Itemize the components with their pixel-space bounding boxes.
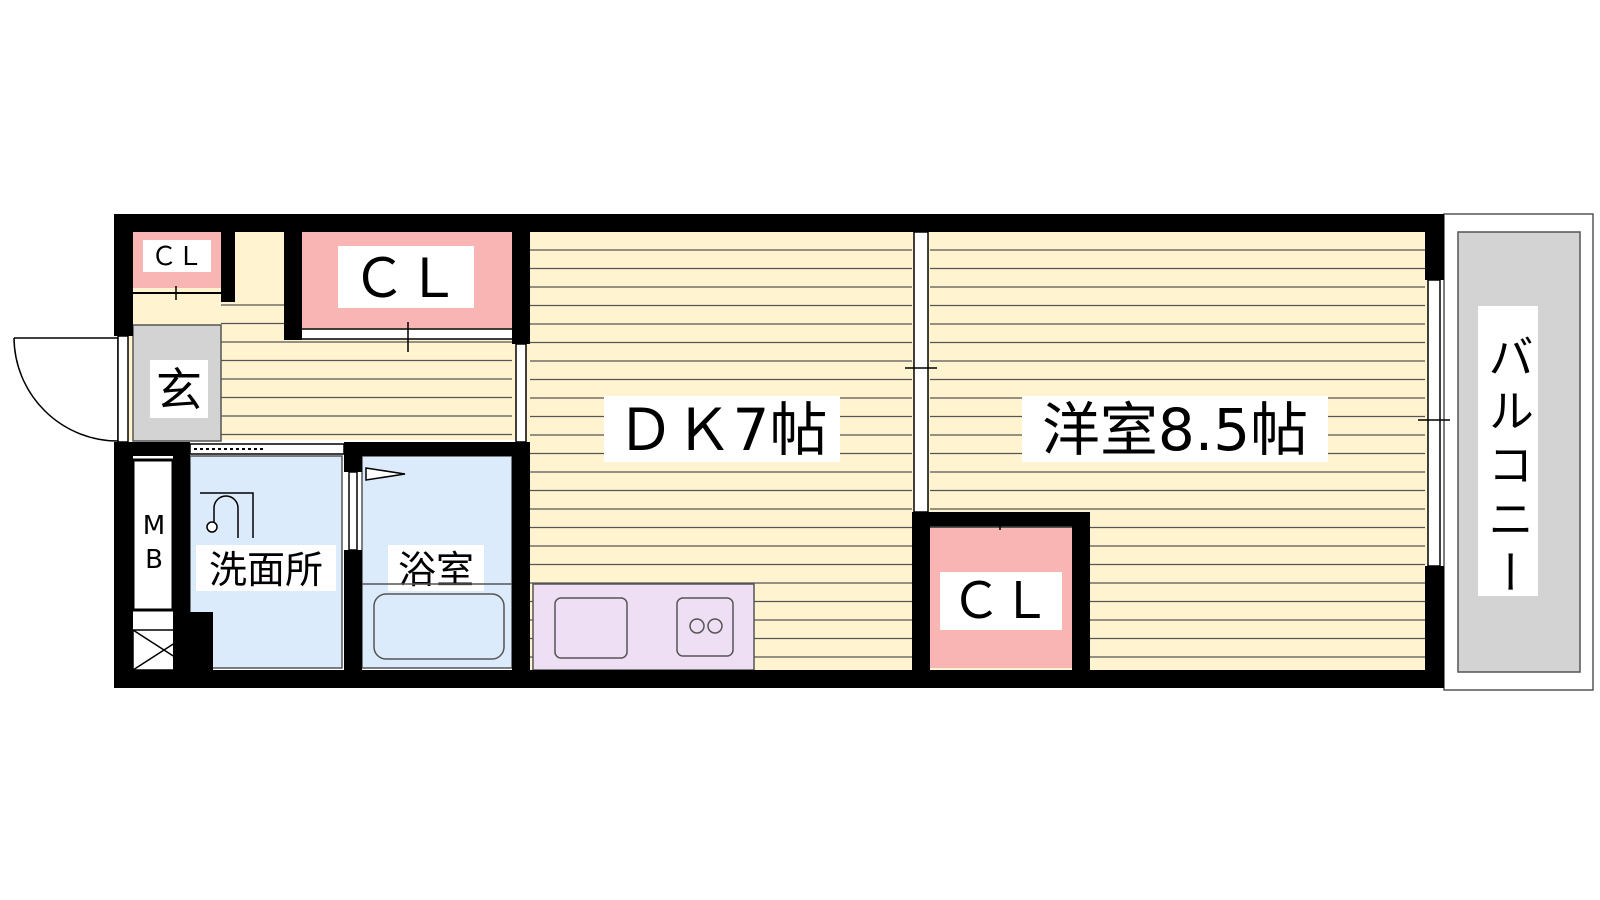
bathroom-door-icon: [365, 467, 406, 481]
small-closet-label-bg: [143, 240, 211, 272]
dk-window: [515, 343, 527, 443]
bathroom-label: 浴室: [398, 548, 474, 592]
washing-machine-pan-icon: [200, 492, 254, 538]
upper-closet-label-bg: [338, 246, 474, 308]
meter-box-label-b: B: [145, 545, 163, 575]
small-closet-label: ＣＬ: [151, 242, 203, 272]
balcony-label: バルコニー: [1481, 333, 1535, 603]
sink-icon: [554, 597, 628, 659]
entrance-label-bg: [150, 360, 208, 418]
tap-handle-icon: [206, 521, 218, 533]
dk-label: ＤＫ7帖: [617, 396, 828, 464]
burner-left-icon: [689, 618, 705, 634]
dk-label-bg: [604, 396, 840, 462]
upper-closet-label: ＣＬ: [352, 247, 460, 310]
western-room-label-bg: [1022, 396, 1328, 462]
meter-box: [131, 458, 175, 612]
washroom-label: 洗面所: [209, 548, 323, 592]
meter-box-label-m: M: [143, 511, 165, 541]
entrance-label: 玄: [156, 363, 202, 417]
bathroom-door: [348, 471, 358, 551]
sliding-door-dk-western: [913, 231, 929, 513]
walls: [114, 214, 1444, 688]
entrance-door-frame: [117, 335, 129, 443]
burner-right-icon: [707, 618, 723, 634]
balcony-window: [1427, 279, 1441, 567]
washroom-label-bg: [196, 545, 336, 591]
washing-machine-tap-icon: [213, 495, 239, 538]
entrance-door-swing: [13, 337, 119, 442]
western-closet-label-bg: [940, 572, 1062, 630]
bathtub-icon: [373, 593, 505, 660]
washroom-door: [189, 443, 345, 455]
balcony-label-bg: [1478, 306, 1538, 596]
stove-icon: [676, 597, 734, 657]
western-closet-label: ＣＬ: [951, 572, 1051, 630]
western-room-label: 洋室8.5帖: [1042, 396, 1308, 464]
upper-closet-door: [299, 328, 515, 340]
